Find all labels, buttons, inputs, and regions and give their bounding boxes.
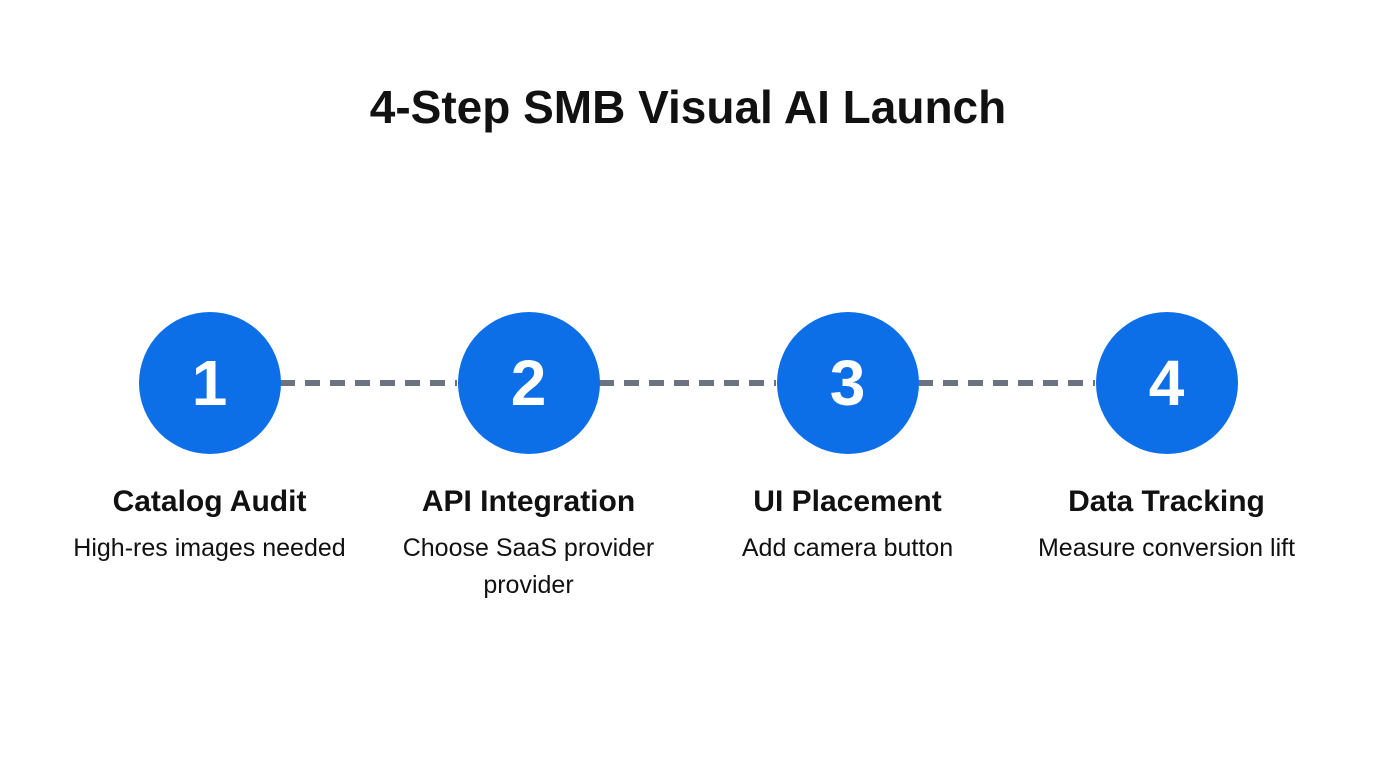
step-number-circle: 4 (1095, 312, 1238, 454)
step-label: Data Tracking (1068, 485, 1265, 518)
step-description: Add camera button (741, 534, 954, 562)
step: 4 Data Tracking Measure conversion lift (1007, 312, 1326, 604)
steps-row: 1 Catalog Audit High-res images needed 2… (50, 312, 1326, 604)
step-description: Measure conversion lift (1037, 534, 1296, 562)
step-number-circle: 1 (138, 312, 281, 454)
step-description: High-res images needed (73, 534, 346, 562)
step-number: 2 (510, 347, 547, 419)
page-title: 4-Step SMB Visual AI Launch (369, 81, 1007, 133)
step-number-circle: 3 (776, 312, 919, 454)
step: 1 Catalog Audit High-res images needed (50, 312, 369, 604)
step-label: API Integration (421, 485, 636, 518)
step-label: Catalog Audit (112, 485, 307, 518)
step-number: 3 (829, 347, 866, 419)
step-label: UI Placement (753, 485, 942, 518)
step: 3 UI Placement Add camera button (688, 312, 1007, 604)
step-number: 4 (1148, 347, 1185, 419)
dashed-connector-line (599, 380, 776, 386)
dashed-connector-line (280, 380, 457, 386)
timeline: 1 Catalog Audit High-res images needed 2… (50, 312, 1326, 604)
step-number: 1 (191, 347, 228, 419)
step-description: Choose SaaS provider provider (402, 534, 655, 599)
step: 2 API Integration Choose SaaS provider p… (369, 312, 688, 604)
step-number-circle: 2 (457, 312, 600, 454)
dashed-connector-line (918, 380, 1095, 386)
